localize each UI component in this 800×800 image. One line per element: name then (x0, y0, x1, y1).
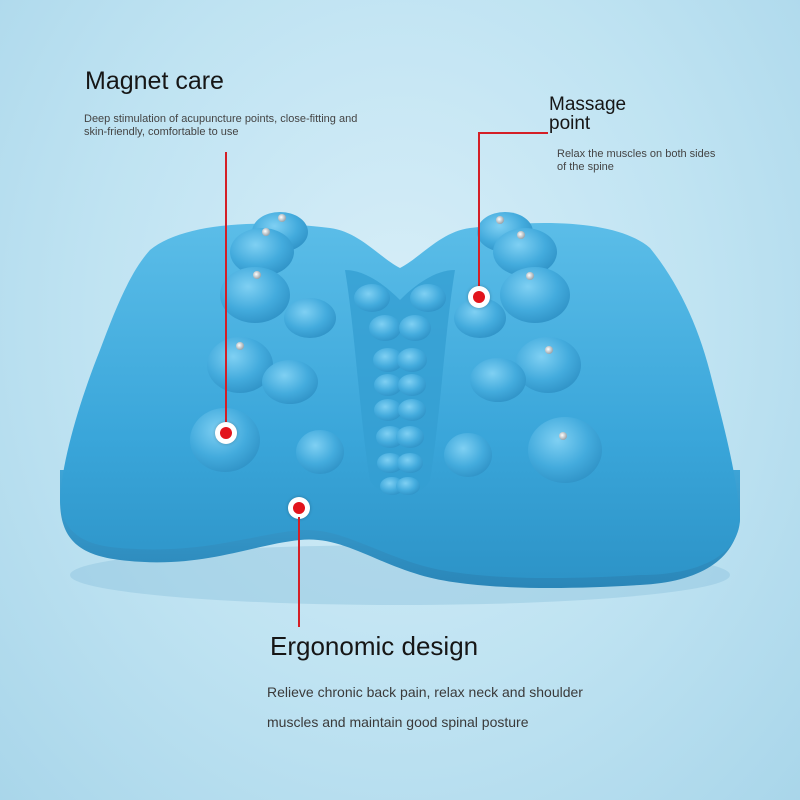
ergonomic-design-description: Relieve chronic back pain, relax neck an… (267, 684, 583, 730)
ergonomic-marker (288, 497, 310, 519)
magnet-care-marker (215, 422, 237, 444)
massage-point-description: Relax the muscles on both sides of the s… (557, 148, 716, 173)
magnet-care-description: Deep stimulation of acupuncture points, … (84, 113, 358, 138)
ergonomic-line (298, 517, 300, 627)
magnet-care-line (225, 152, 227, 432)
massage-point-line-horizontal (478, 132, 548, 134)
spine-massage-nodes (354, 284, 446, 495)
massage-point-line-vertical (478, 132, 480, 290)
magnets (236, 214, 567, 440)
right-massage-points (444, 212, 602, 483)
massage-point-title: Massage point (549, 94, 627, 134)
ergonomic-design-title: Ergonomic design (270, 631, 479, 661)
left-massage-points (190, 212, 344, 474)
magnet-care-title: Magnet care (85, 67, 224, 95)
massage-point-marker (468, 286, 490, 308)
